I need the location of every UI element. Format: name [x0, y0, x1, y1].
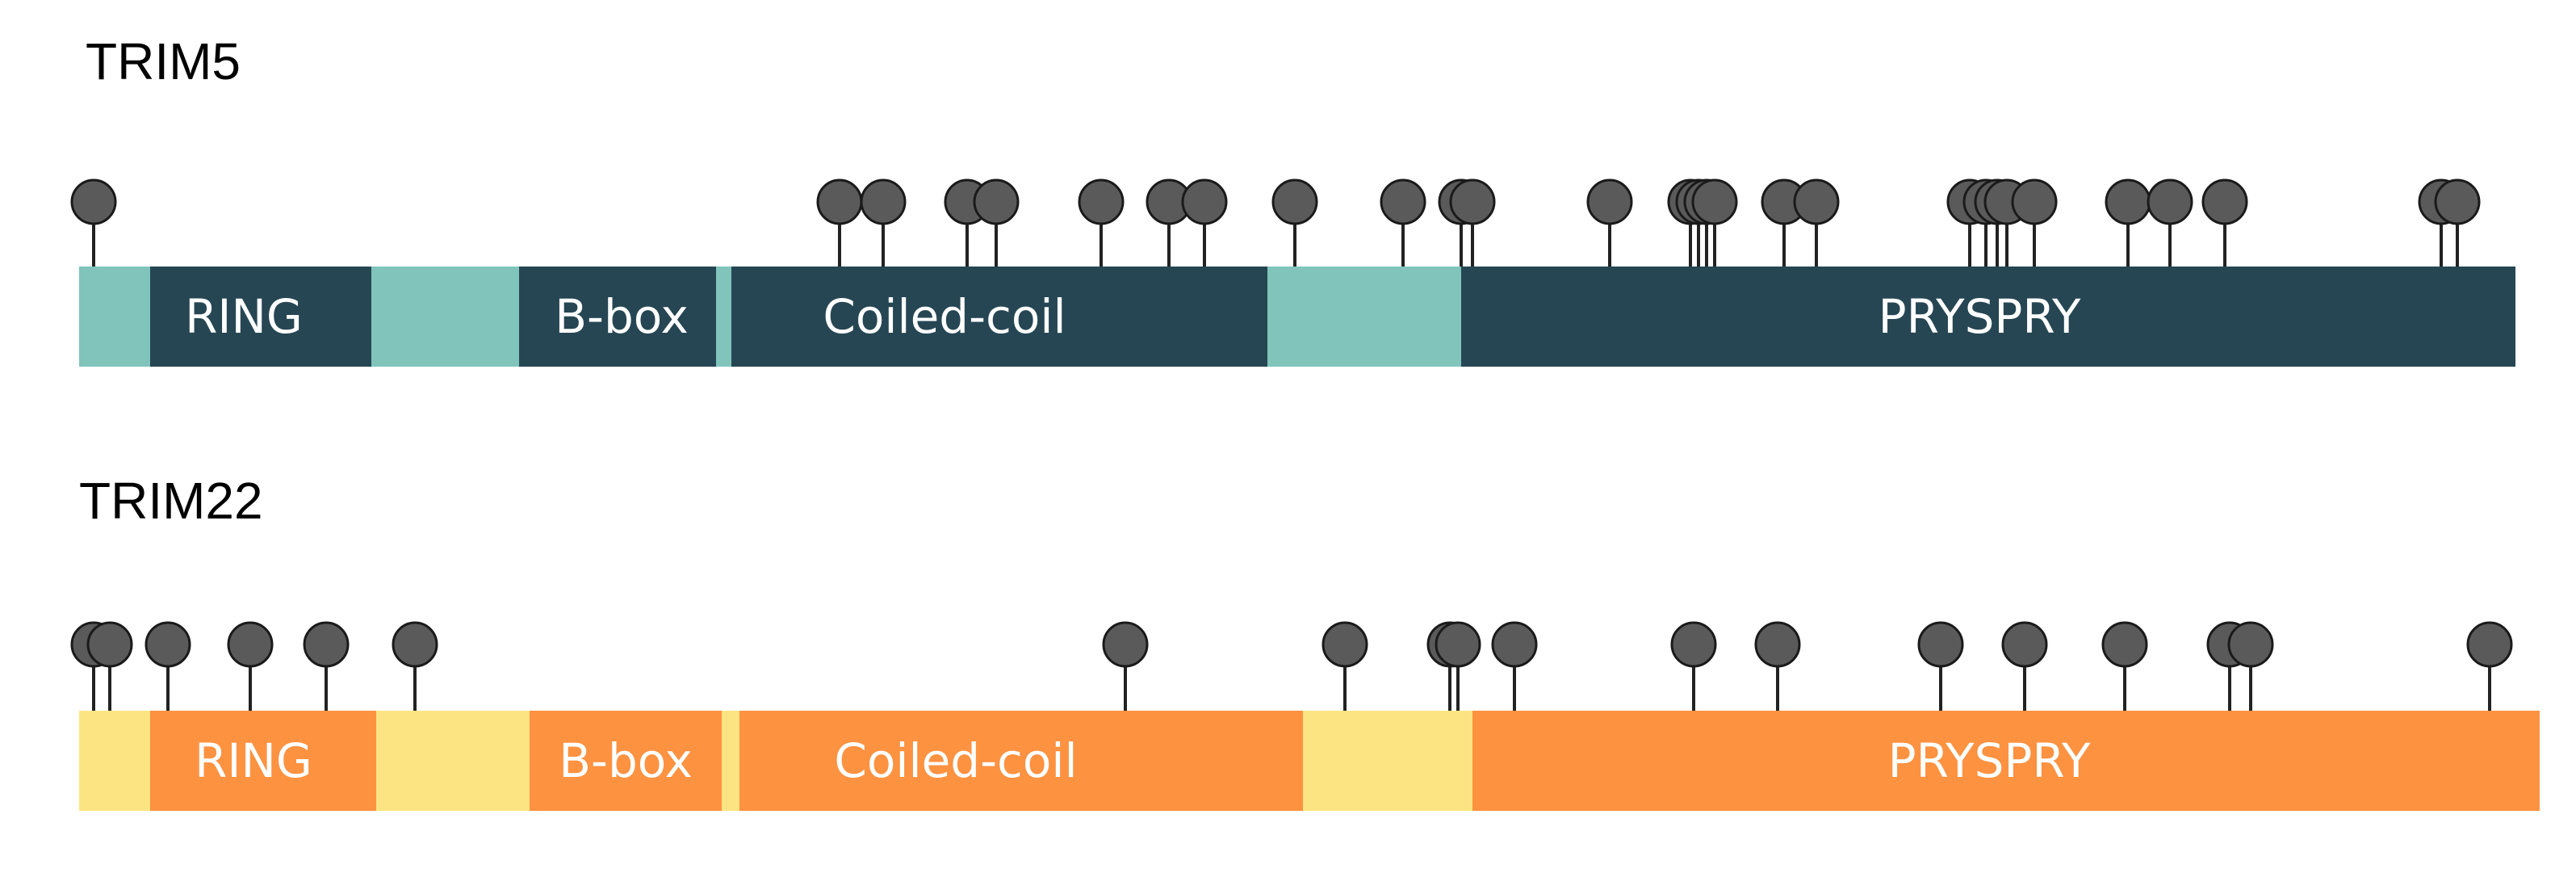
trim5-lollipop-marker [2147, 178, 2193, 267]
lollipop-head [973, 178, 1020, 225]
trim5-lollipop-marker [860, 178, 907, 267]
trim5-lollipop-marker [816, 178, 863, 267]
trim22-lollipop-marker [1102, 621, 1149, 711]
trim5-track: TRIM5 RING B-box Coiled-coil PRYSPRY [70, 32, 2515, 367]
trim5-coiled-coil-domain [731, 267, 1267, 367]
trim22-coiled-coil-domain [739, 711, 1303, 811]
trim22-lollipop-marker [2227, 621, 2274, 711]
lollipop-head [1078, 178, 1125, 225]
trim22-lollipop-marker [86, 621, 133, 711]
lollipop-head [2201, 178, 2248, 225]
lollipop-head [145, 621, 191, 668]
lollipop-head [227, 621, 274, 668]
lollipop-head [1670, 621, 1717, 668]
trim5-lollipop-marker [1761, 178, 1807, 267]
trim5-lollipop-marker [2201, 178, 2248, 267]
trim22-ring-label: RING [195, 733, 312, 788]
trim5-title: TRIM5 [86, 32, 241, 90]
trim5-lollipop-marker [2105, 178, 2151, 267]
lollipop-head [816, 178, 863, 225]
lollipop-head [1586, 178, 1633, 225]
trim5-lollipop-marker [1146, 178, 1192, 267]
lollipop-head [1271, 178, 1318, 225]
trim5-lollipop-marker [1449, 178, 1496, 267]
trim5-ring-domain [150, 267, 371, 367]
lollipop-head [2001, 621, 2048, 668]
trim22-title: TRIM22 [79, 472, 263, 530]
lollipop-head [2101, 621, 2148, 668]
trim22-lollipop-marker [227, 621, 274, 711]
trim5-pryspry-label: PRYSPRY [1879, 289, 2081, 344]
trim22-lollipop-marker [303, 621, 350, 711]
trim5-lollipop-marker [2011, 178, 2058, 267]
trim5-lollipop-marker [1380, 178, 1426, 267]
lollipop-head [1435, 621, 1481, 668]
trim5-lollipop-marker [1078, 178, 1125, 267]
trim22-bbox-label: B-box [559, 733, 693, 788]
lollipop-head [1102, 621, 1149, 668]
trim22-lollipop-marker [1754, 621, 1801, 711]
trim22-lollipop-markers [70, 621, 2513, 711]
trim5-lollipop-markers [70, 178, 2481, 267]
lollipop-head [70, 178, 117, 225]
lollipop-head [2227, 621, 2274, 668]
trim22-lollipop-marker [1670, 621, 1717, 711]
trim22-lollipop-marker [2101, 621, 2148, 711]
lollipop-head [2147, 178, 2193, 225]
trim22-bbox-domain [530, 711, 722, 811]
lollipop-head [392, 621, 438, 668]
trim22-lollipop-marker [2466, 621, 2513, 711]
lollipop-head [1181, 178, 1228, 225]
lollipop-head [1691, 178, 1738, 225]
trim22-coiled-coil-label: Coiled-coil [834, 733, 1077, 788]
trim22-lollipop-marker [145, 621, 191, 711]
trim5-lollipop-marker [1181, 178, 1228, 267]
trim22-pryspry-label: PRYSPRY [1888, 733, 2091, 788]
trim22-lollipop-marker [2001, 621, 2048, 711]
trim5-bbox-label: B-box [555, 289, 689, 344]
trim5-lollipop-marker [1586, 178, 1633, 267]
trim22-pryspry-domain [1472, 711, 2540, 811]
trim5-lollipop-marker [70, 178, 117, 267]
trim22-ring-domain [150, 711, 376, 811]
lollipop-head [1449, 178, 1496, 225]
lollipop-head [1491, 621, 1538, 668]
trim22-lollipop-marker [1491, 621, 1538, 711]
trim5-lollipop-marker [1793, 178, 1840, 267]
lollipop-head [2011, 178, 2058, 225]
trim5-lollipop-marker [1271, 178, 1318, 267]
trim22-lollipop-marker [1322, 621, 1368, 711]
lollipop-head [2466, 621, 2513, 668]
trim5-coiled-coil-label: Coiled-coil [823, 289, 1066, 344]
trim5-pryspry-domain [1461, 267, 2515, 367]
trim5-lollipop-marker [2434, 178, 2481, 267]
trim22-track: TRIM22 RING B-box Coiled-coil PRYSPRY [70, 472, 2540, 811]
lollipop-head [1793, 178, 1840, 225]
lollipop-head [1917, 621, 1964, 668]
lollipop-head [1754, 621, 1801, 668]
trim22-lollipop-marker [1435, 621, 1481, 711]
lollipop-head [1322, 621, 1368, 668]
lollipop-head [303, 621, 350, 668]
trim22-lollipop-marker [1917, 621, 1964, 711]
lollipop-head [2434, 178, 2481, 225]
trim5-ring-label: RING [185, 289, 303, 344]
trim22-lollipop-marker [392, 621, 438, 711]
trim5-bbox-domain [519, 267, 716, 367]
trim5-lollipop-marker [973, 178, 1020, 267]
trim5-lollipop-marker [1691, 178, 1738, 267]
lollipop-head [86, 621, 133, 668]
lollipop-head [1380, 178, 1426, 225]
lollipop-head [860, 178, 907, 225]
lollipop-head [2105, 178, 2151, 225]
